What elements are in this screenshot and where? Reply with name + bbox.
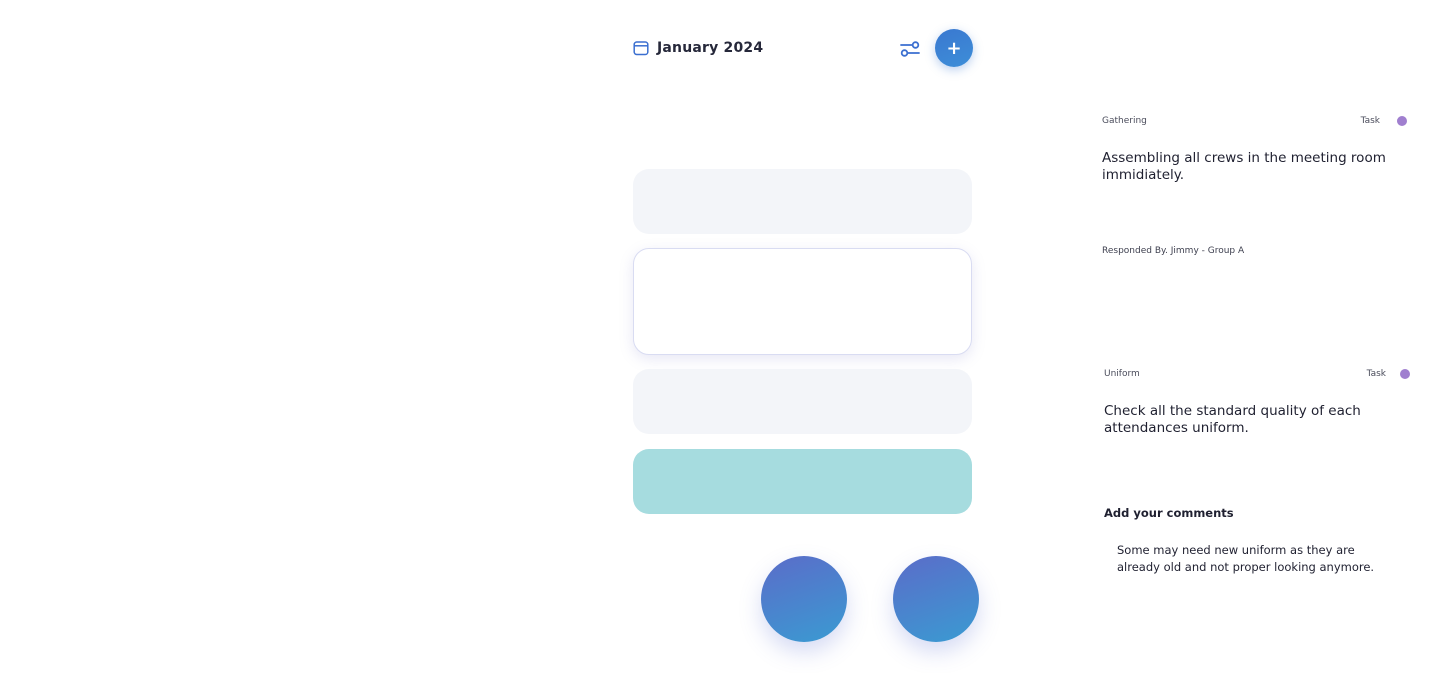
responded-by: Responded By. Jimmy - Group A <box>1102 246 1245 256</box>
month-selector[interactable]: January 2024 <box>633 40 763 56</box>
round-action-button[interactable] <box>893 556 979 642</box>
task-detail: Uniform Task Check all the standard qual… <box>1104 366 1424 576</box>
filter-button[interactable] <box>899 38 921 60</box>
status-dot-icon <box>1400 369 1410 379</box>
status-dot-icon <box>1397 116 1407 126</box>
task-detail: Gathering Task Assembling all crews in t… <box>1102 113 1422 256</box>
task-description: Assembling all crews in the meeting room… <box>1102 150 1386 183</box>
event-card[interactable] <box>633 169 972 234</box>
round-action-button[interactable] <box>761 556 847 642</box>
month-label: January 2024 <box>657 40 764 56</box>
event-card-selected[interactable] <box>633 248 972 355</box>
task-type: Task <box>1366 369 1386 379</box>
add-button[interactable]: + <box>935 29 973 67</box>
task-description: Check all the standard quality of each a… <box>1104 403 1361 436</box>
calendar-icon <box>633 40 649 56</box>
event-card-highlighted[interactable] <box>633 449 972 514</box>
filter-sliders-icon <box>899 41 921 64</box>
calendar-header: January 2024 + <box>633 29 973 67</box>
plus-icon: + <box>946 37 962 59</box>
event-card[interactable] <box>633 369 972 434</box>
task-category: Uniform <box>1104 369 1140 379</box>
comments-title: Add your comments <box>1104 506 1234 520</box>
comment-text[interactable]: Some may need new uniform as they are al… <box>1117 543 1375 574</box>
task-type: Task <box>1360 116 1380 126</box>
task-meta: Gathering Task <box>1102 113 1422 129</box>
task-meta: Uniform Task <box>1104 366 1424 382</box>
task-category: Gathering <box>1102 116 1147 126</box>
